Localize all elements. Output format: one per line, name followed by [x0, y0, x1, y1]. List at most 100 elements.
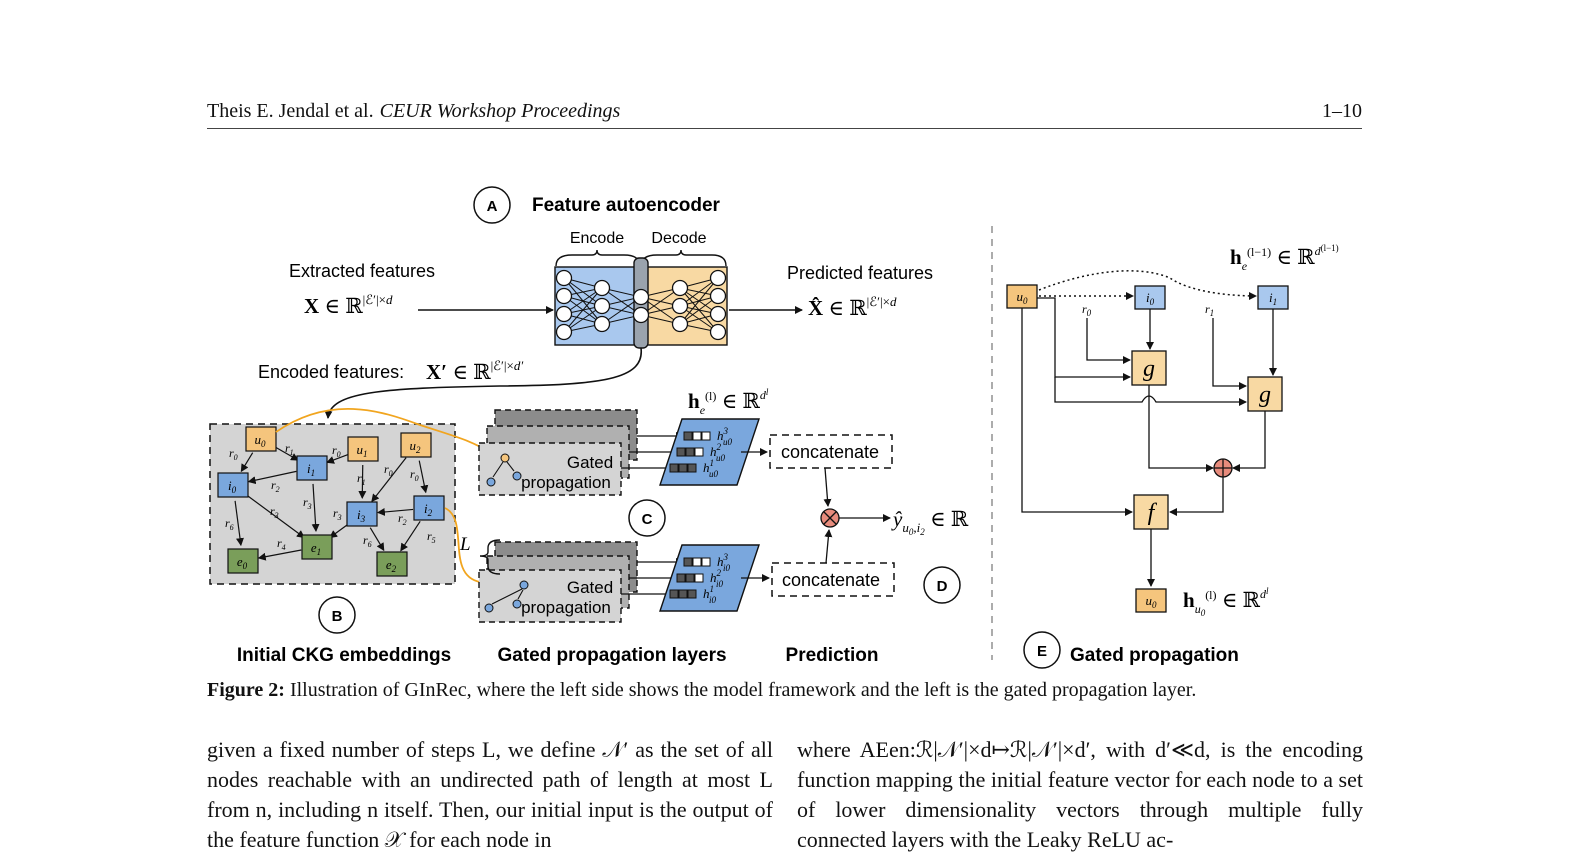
extracted-features-label: Extracted features	[289, 261, 435, 281]
figure-caption: Figure 2: Illustration of GInRec, where …	[207, 679, 1367, 702]
running-header: Theis E. Jendal et al.CEUR Workshop Proc…	[207, 98, 1362, 129]
ckg-node-label-e2: e2	[386, 557, 397, 574]
relation-subscript: 3	[337, 513, 342, 522]
layer-node: i0	[709, 595, 717, 605]
nn-neuron	[632, 288, 650, 306]
ckg-node-e1	[301, 534, 333, 560]
ckg-node-label-u0: u0	[255, 432, 267, 449]
ckg-edge	[326, 454, 349, 464]
gate-g2	[1247, 376, 1283, 412]
panel-e: he(l−1) ∈ ℝd(l−1) u0 i0 i1 r0 r1 g g f u…	[1006, 243, 1339, 669]
ckg-relation-label: r3	[270, 504, 279, 520]
ckg-edge	[376, 507, 414, 516]
vector-cell	[701, 431, 711, 441]
vector-cell	[683, 431, 693, 441]
edge-u0-g1	[1037, 297, 1131, 381]
node-i1-e-label: i1	[1269, 290, 1277, 307]
layer-index: 1	[710, 584, 715, 594]
gate-g1-label: g	[1143, 356, 1155, 382]
ckg-relation-label: r0	[384, 462, 393, 478]
vector-cell	[701, 557, 711, 567]
highlight-path-user	[275, 407, 496, 456]
node-i0-e-label: i0	[1146, 290, 1155, 307]
mini-node-item	[486, 477, 496, 487]
vector-cell	[687, 589, 697, 599]
ckg-edge	[371, 457, 407, 503]
mini-node-item-b	[519, 580, 529, 590]
node-subscript: 1	[317, 547, 322, 557]
ckg-relation-label: r3	[333, 506, 342, 522]
vector-cell	[685, 447, 695, 457]
ckg-node-label-i1: i1	[307, 461, 315, 478]
gated-propagation-layers: Gated propagation Gated propagation L h3…	[459, 387, 769, 666]
ckg-node-label-u2: u2	[410, 438, 422, 455]
nn-connection	[563, 287, 603, 333]
panel-a-title: Feature autoencoder	[532, 195, 721, 216]
ckg-node-u0	[245, 426, 277, 452]
node-subscript: 1	[363, 449, 368, 459]
ckg-edge	[358, 464, 367, 500]
ckg-relation-label: r6	[363, 533, 372, 549]
nn-neuron	[709, 269, 727, 287]
ckg-node-e0	[227, 548, 259, 574]
edge-g2-sum	[1232, 411, 1266, 472]
concat-out-top	[823, 467, 832, 507]
vector-cell	[683, 557, 693, 567]
ckg-node-e2	[376, 551, 408, 577]
mini-node-user	[500, 453, 510, 463]
ckg-node-label-i2: i2	[424, 501, 433, 518]
layer-index: 2	[717, 568, 722, 578]
ckg-node-label-u1: u1	[357, 442, 368, 459]
gated-box-top-line2: propagation	[521, 473, 611, 492]
ckg-edge	[329, 522, 350, 539]
mini-edge-b2	[517, 589, 524, 600]
relation-subscript: 0	[415, 474, 419, 483]
ckg-edge	[247, 470, 297, 485]
nn-neuron	[593, 315, 611, 333]
relation-subscript: 4	[282, 543, 286, 552]
ckg-node-i2	[413, 495, 445, 521]
nn-neuron	[671, 297, 689, 315]
prediction: concatenate concatenate ŷu0,i2 ∈ ℝ D Pre…	[741, 434, 969, 666]
nn-neuron	[555, 323, 573, 341]
decode-brace	[640, 249, 727, 267]
yhat-math: ŷu0,i2 ∈ ℝ	[891, 507, 969, 537]
layer-index: 1	[710, 458, 715, 468]
body-right-text: where AEen:ℛ|𝒩′|×d↦ℛ|𝒩′|×d′, with d′≪d, …	[797, 737, 1363, 852]
relation-subscript: 6	[368, 540, 372, 549]
ckg-node-u1	[347, 436, 379, 462]
node-u0-e-label: u0	[1017, 289, 1029, 306]
ckg-relation-label: r1	[285, 441, 294, 457]
nn-connection	[679, 277, 719, 325]
layer-index: 3	[723, 426, 729, 436]
mini-edge	[492, 461, 504, 478]
ckg-relation-label: r5	[427, 529, 436, 545]
relation-subscript: 3	[274, 511, 279, 520]
panel-c-badge-circle	[628, 499, 666, 537]
ckg-edge	[274, 446, 299, 461]
ckg-node-i1	[296, 455, 328, 481]
node-subscript: 2	[428, 508, 433, 518]
he-math: he(l) ∈ ℝdl	[688, 387, 769, 417]
caption-label: Figure 2:	[207, 679, 285, 701]
layer-node: u0	[709, 469, 719, 479]
header-authors: Theis E. Jendal et al.CEUR Workshop Proc…	[207, 100, 620, 123]
he-prev-math: he(l−1) ∈ ℝd(l−1)	[1230, 243, 1339, 273]
concatenate-box-bottom	[771, 562, 895, 597]
header-pages: 1–10	[1322, 100, 1362, 122]
gated-layer-front-b	[478, 569, 622, 623]
node-subscript: 2	[416, 445, 421, 455]
nn-neuron	[555, 305, 573, 323]
encode-label: Encode	[570, 230, 624, 247]
panel-d-badge-circle	[923, 566, 961, 604]
vector-cell	[692, 431, 702, 441]
hu0-math: hu0(l) ∈ ℝdl	[1183, 586, 1269, 618]
node-subscript: 0	[261, 439, 266, 449]
ckg-node-label-e0: e0	[237, 554, 248, 571]
nn-neuron	[593, 279, 611, 297]
nn-neuron	[709, 287, 727, 305]
autoencoder-network	[555, 269, 727, 341]
nn-neuron	[671, 315, 689, 333]
ckg-edge	[234, 500, 244, 547]
